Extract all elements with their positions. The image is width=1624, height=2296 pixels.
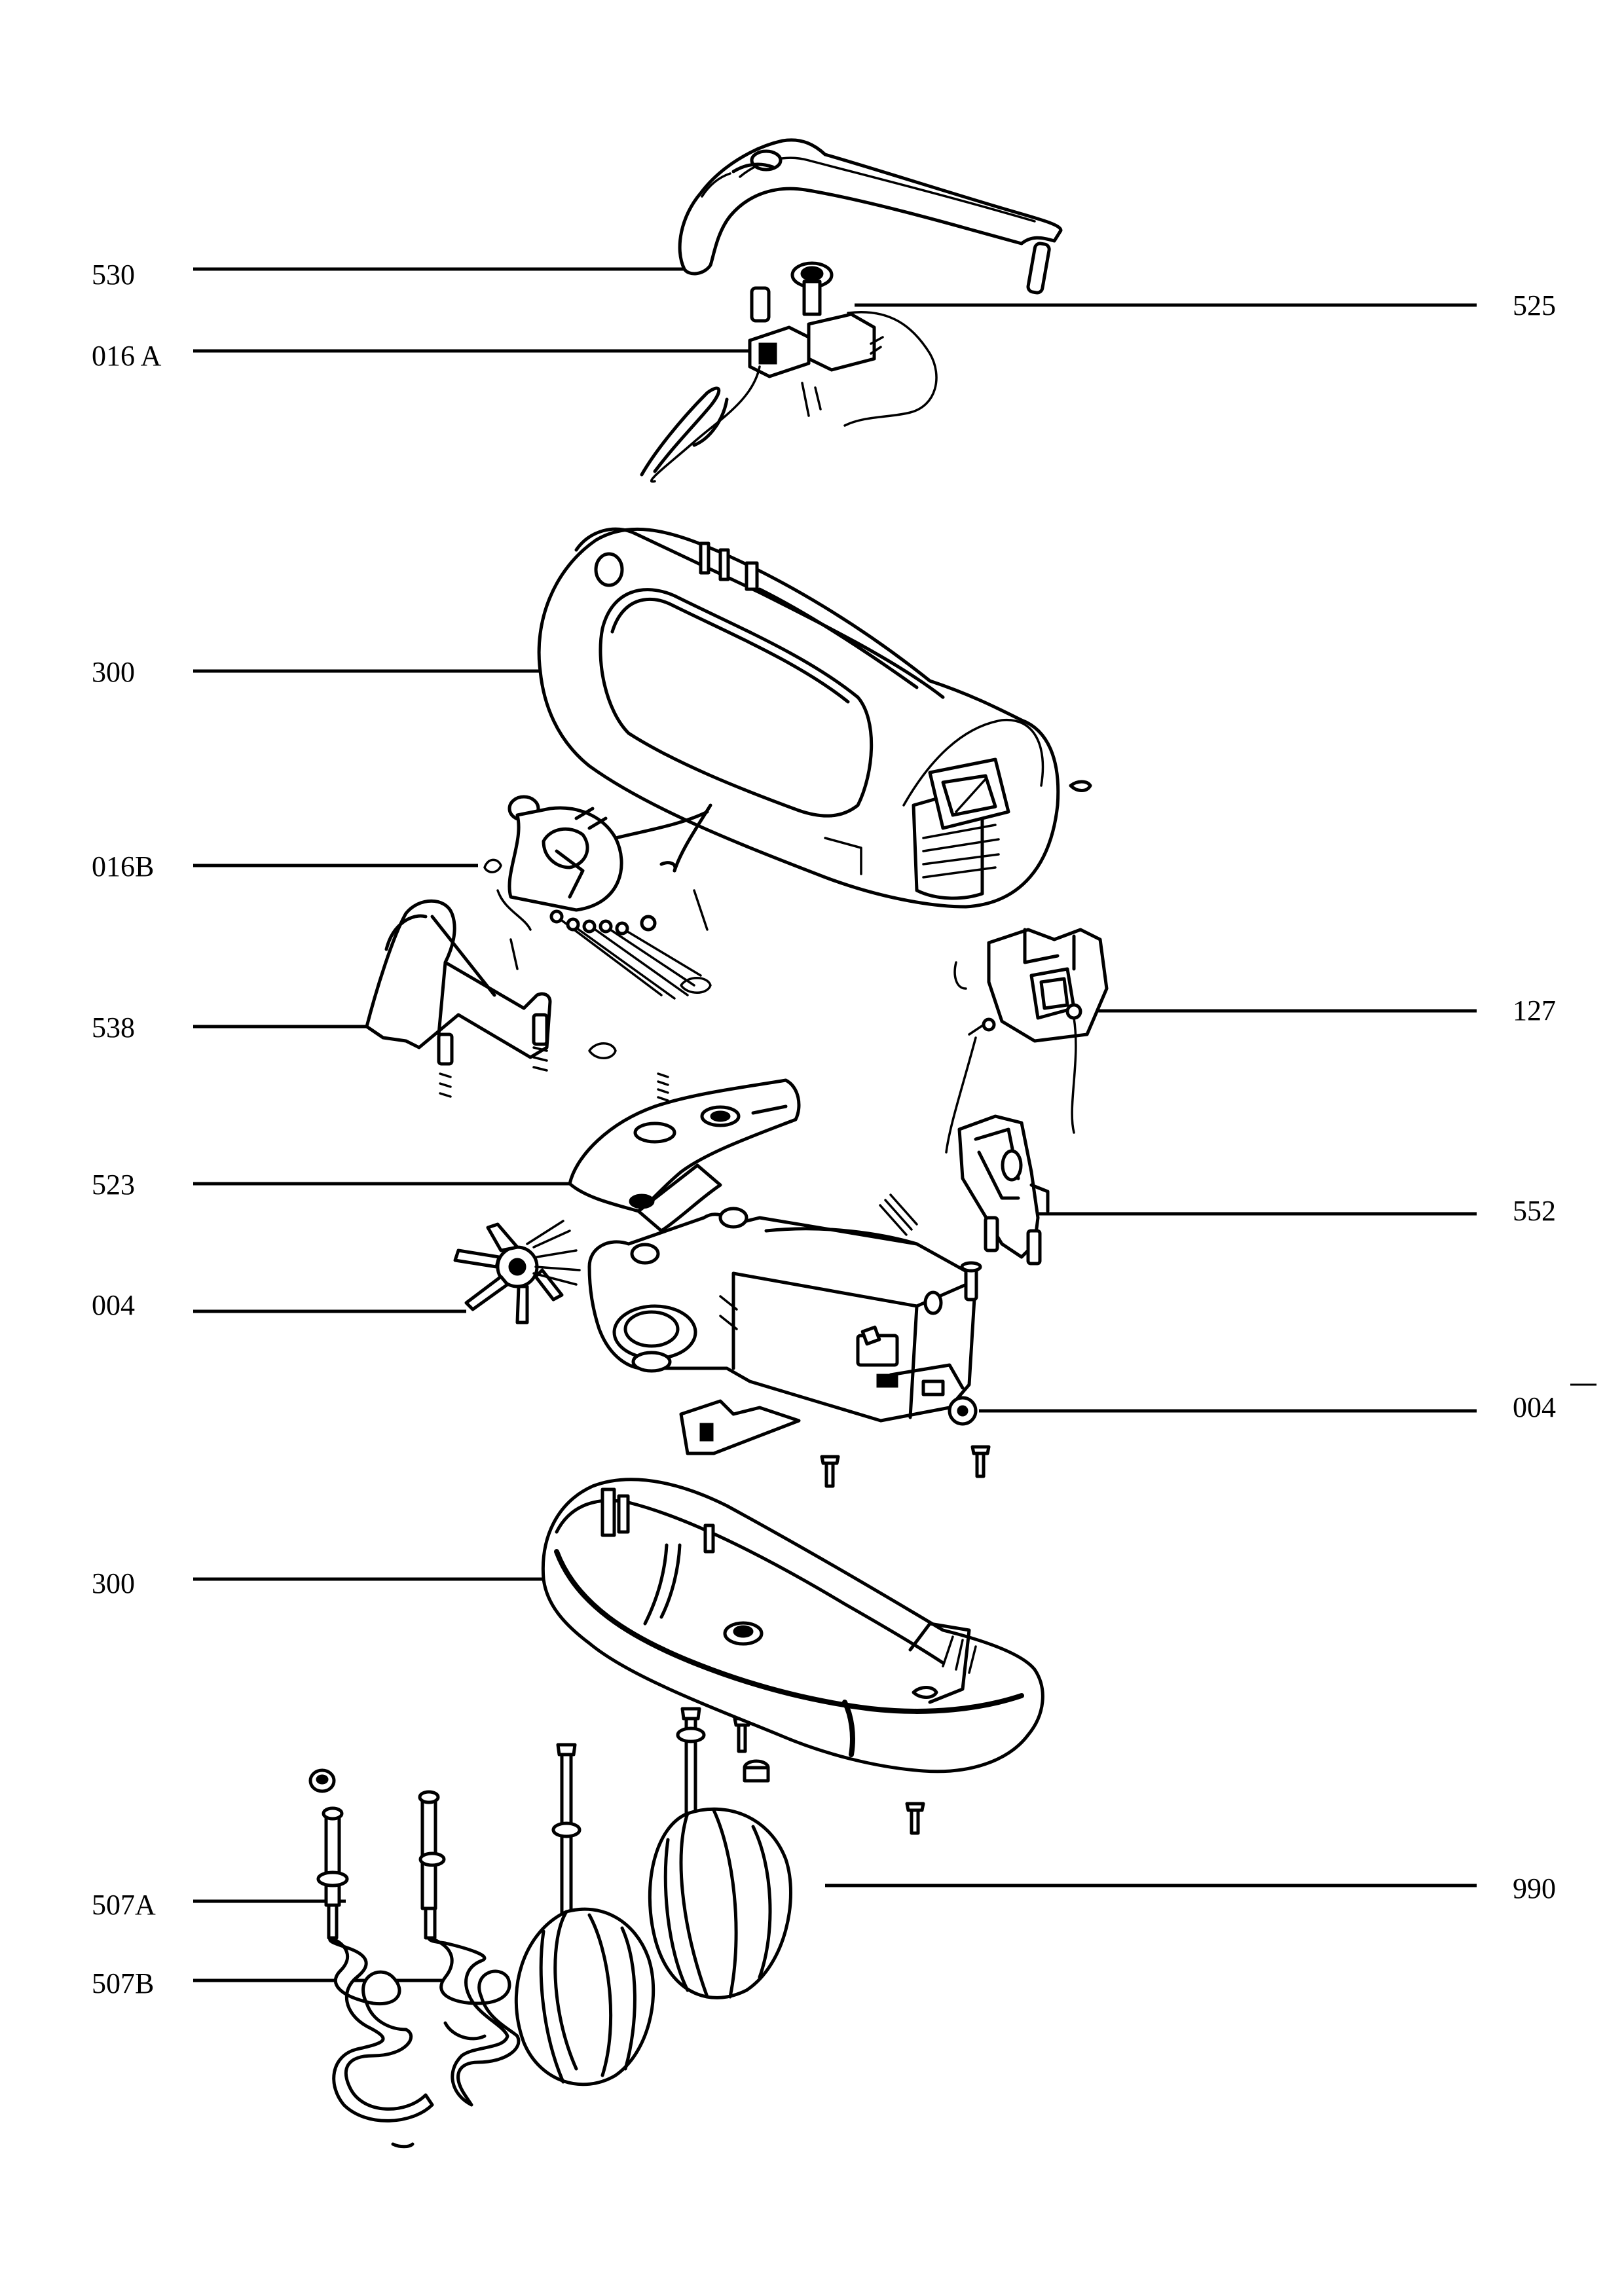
part-label-523: 523 <box>92 1169 135 1201</box>
part-538-bracket <box>365 899 552 1098</box>
part-552-bracket <box>957 1114 1050 1302</box>
part-016b-speed-switch <box>483 795 712 1059</box>
part-label-127: 127 <box>1513 994 1556 1027</box>
part-label-990: 990 <box>1513 1872 1556 1904</box>
part-990-beaters <box>514 1707 792 2086</box>
part-507-dough-hooks <box>308 1768 521 2149</box>
part-label-004-right: 004 <box>1513 1391 1556 1423</box>
leader-lines <box>193 267 1596 1982</box>
part-label-525: 525 <box>1513 289 1556 321</box>
part-label-507a: 507A <box>92 1889 156 1921</box>
part-004-fan <box>453 1220 581 1324</box>
part-motor-assembly <box>587 1194 978 1455</box>
part-300-lower-housing <box>541 1478 1044 1774</box>
part-label-507b: 507B <box>92 1967 155 1999</box>
part-127-cord-clamp <box>945 928 1109 1154</box>
part-523-gear-plate <box>568 1072 801 1233</box>
part-label-016a: 016 A <box>92 340 162 372</box>
part-label-538: 538 <box>92 1011 135 1044</box>
part-label-016b: 016B <box>92 850 155 883</box>
part-300-upper-housing <box>537 527 1092 909</box>
part-label-552: 552 <box>1513 1195 1556 1227</box>
part-label-004-left: 004 <box>92 1289 135 1321</box>
part-530-handle-cover <box>678 138 1063 295</box>
part-label-530: 530 <box>92 259 135 291</box>
part-016a-525-switch-assembly <box>640 261 938 483</box>
part-label-300-top: 300 <box>92 656 135 688</box>
part-label-300-bottom: 300 <box>92 1567 135 1599</box>
